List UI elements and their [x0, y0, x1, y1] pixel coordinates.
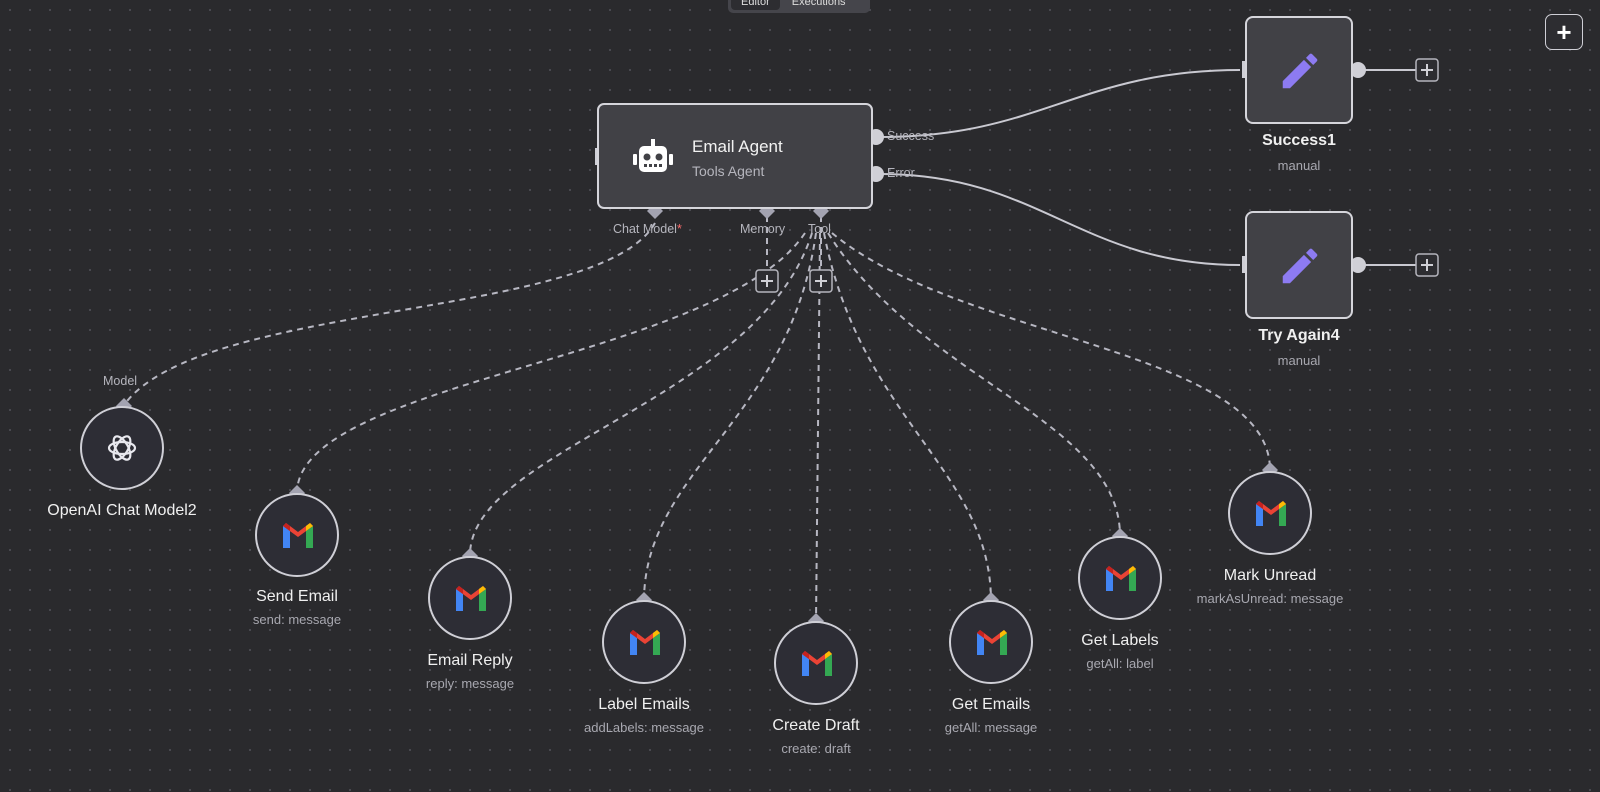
gmail-icon	[800, 650, 834, 681]
try-again4-label: Try Again4	[1258, 327, 1340, 344]
create-draft-node[interactable]	[774, 621, 858, 705]
tryagain4-output-handle	[1350, 257, 1366, 273]
connection-success	[880, 69, 1241, 138]
success1-output-handle	[1350, 62, 1366, 78]
connection-send-email	[296, 232, 806, 493]
gmail-icon	[1254, 500, 1288, 531]
gmail-icon	[454, 585, 488, 616]
plus-icon: +	[1556, 17, 1572, 47]
add-node-button[interactable]: +	[1545, 14, 1583, 50]
openai-icon	[104, 430, 140, 471]
pencil-icon	[1277, 243, 1323, 294]
try-again4-sub: manual	[1277, 353, 1321, 368]
email-reply-sub: reply: message	[425, 676, 515, 691]
success-output-label: Success	[887, 129, 935, 143]
connection-get-labels	[827, 232, 1121, 537]
email-agent-subtitle: Tools Agent	[692, 163, 765, 179]
editor-executions-toggle[interactable]: Editor Executions	[728, 0, 870, 13]
success1-node[interactable]	[1245, 16, 1353, 124]
gmail-icon	[975, 629, 1009, 660]
error-output-label: Error	[887, 166, 915, 180]
tab-executions[interactable]: Executions	[791, 0, 846, 8]
tab-editor[interactable]: Editor	[731, 0, 780, 10]
email-reply-label: Email Reply	[427, 652, 513, 669]
email-reply-node[interactable]	[428, 556, 512, 640]
gmail-icon	[281, 522, 315, 553]
email-agent-node[interactable]: Email Agent Tools Agent	[597, 103, 873, 209]
memory-add-button	[755, 269, 779, 293]
success1-label: Success1	[1262, 132, 1336, 149]
model-port-label: Model	[103, 374, 138, 388]
chat-model-label-text: Chat Model	[613, 222, 677, 236]
success1-add-button	[1415, 58, 1439, 82]
required-marker: *	[676, 222, 682, 236]
gmail-icon	[628, 629, 662, 660]
mark-unread-node[interactable]	[1228, 471, 1312, 555]
mark-unread-sub: markAsUnread: message	[1196, 591, 1344, 606]
openai-chat-model2-label: OpenAI Chat Model2	[47, 502, 197, 519]
create-draft-sub: create: draft	[781, 741, 851, 756]
label-emails-label: Label Emails	[598, 696, 690, 713]
send-email-sub: send: message	[252, 612, 342, 627]
memory-port-label: Memory	[740, 222, 786, 236]
try-again4-node[interactable]	[1245, 211, 1353, 319]
get-labels-node[interactable]	[1078, 536, 1162, 620]
connection-mark-unread	[831, 232, 1271, 471]
chat-model-port-label: Chat Model*	[613, 222, 682, 236]
send-email-node[interactable]	[255, 493, 339, 577]
tryagain4-add-button	[1415, 253, 1439, 277]
get-emails-node[interactable]	[949, 600, 1033, 684]
label-emails-node[interactable]	[602, 600, 686, 684]
openai-chat-model2-node[interactable]	[80, 406, 164, 490]
connection-create-draft	[815, 232, 821, 622]
gmail-icon	[1104, 565, 1138, 596]
get-labels-sub: getAll: label	[1086, 656, 1154, 671]
robot-icon	[633, 139, 673, 182]
tool-port-label: Tool	[808, 222, 831, 236]
pencil-icon	[1277, 48, 1323, 99]
label-emails-sub: addLabels: message	[584, 720, 704, 735]
connection-model	[123, 222, 656, 406]
connection-get-emails	[823, 232, 992, 601]
tool-add-button	[809, 269, 833, 293]
create-draft-label: Create Draft	[772, 717, 860, 734]
success1-sub: manual	[1277, 158, 1321, 173]
mark-unread-label: Mark Unread	[1223, 567, 1317, 584]
email-agent-title: Email Agent	[692, 137, 783, 156]
get-emails-label: Get Emails	[951, 696, 1031, 713]
get-labels-label: Get Labels	[1081, 632, 1159, 649]
get-emails-sub: getAll: message	[944, 720, 1038, 735]
send-email-label: Send Email	[256, 588, 338, 605]
connection-error	[880, 173, 1241, 266]
connection-label-emails	[643, 232, 817, 601]
